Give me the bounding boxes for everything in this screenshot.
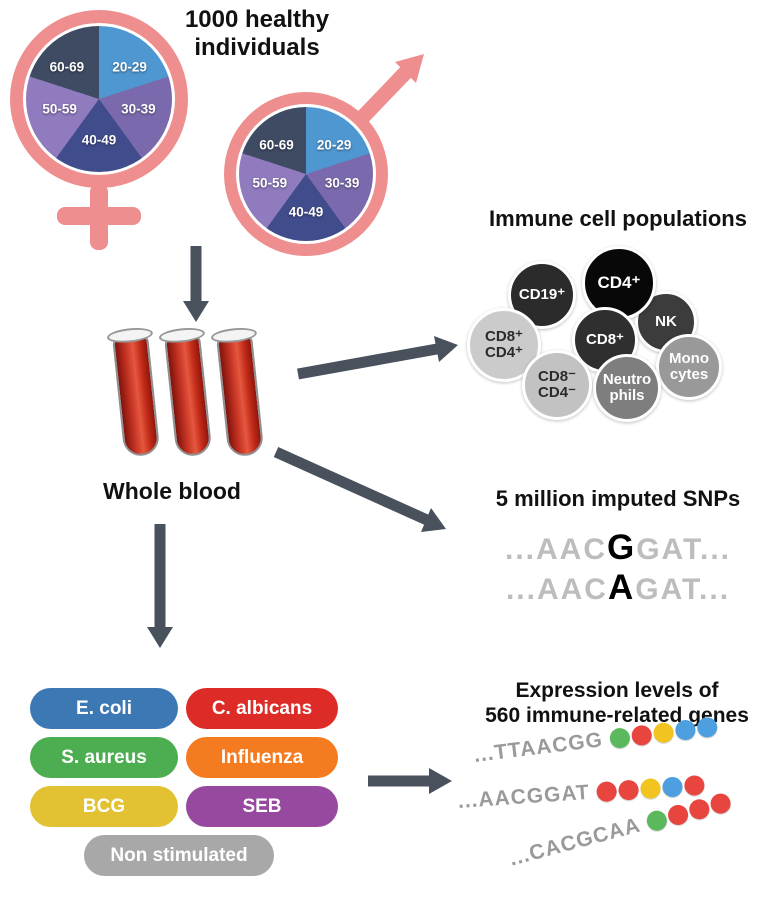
stimulus-e-coli: E. coli bbox=[30, 688, 178, 729]
arrow-blood-to-snps bbox=[273, 446, 446, 532]
variant-allele: G bbox=[606, 528, 637, 567]
cell-cd8-cd4-double-positive: CD8⁺ CD4⁺ bbox=[467, 308, 541, 382]
immune-populations-title: Immune cell populations bbox=[489, 206, 747, 231]
sequence-suffix: GAT... bbox=[635, 573, 731, 606]
age-label-20-29: 20-29 bbox=[112, 59, 147, 75]
arrow-blood-to-stimuli bbox=[147, 524, 173, 648]
expression-dot bbox=[674, 718, 697, 742]
sequence-prefix: ...AAC bbox=[505, 573, 608, 606]
stimulus-influenza: Influenza bbox=[186, 737, 338, 778]
gene-sequence: ...TTAACGG bbox=[472, 728, 605, 767]
arrow-stimuli-to-expression bbox=[368, 768, 452, 794]
male-age-pie: 20-29 30-39 40-49 50-59 60-69 bbox=[239, 107, 373, 241]
gene-sequence: ...CACGCAA bbox=[506, 813, 644, 871]
tube-body bbox=[164, 335, 213, 458]
expression-dot bbox=[639, 777, 662, 800]
expression-dot bbox=[665, 802, 691, 828]
cell-label: CD4⁺ bbox=[597, 272, 641, 292]
variant-allele: A bbox=[607, 568, 636, 607]
tube-body bbox=[216, 335, 265, 458]
arrow-individuals-to-blood bbox=[183, 246, 209, 322]
study-title: 1000 healthy individuals bbox=[158, 6, 356, 61]
cell-label: CD8⁺ bbox=[586, 330, 624, 348]
expression-dot bbox=[652, 721, 675, 744]
study-title-line1: 1000 healthy bbox=[184, 6, 330, 33]
expression-title-line2: 560 immune-related genes bbox=[485, 704, 749, 728]
arrow-blood-to-cells bbox=[297, 336, 458, 380]
female-symbol-cross-horizontal bbox=[57, 207, 141, 225]
snps-title: 5 million imputed SNPs bbox=[495, 486, 741, 511]
expression-dot bbox=[661, 776, 684, 798]
cell-label: cytes bbox=[669, 366, 709, 383]
cell-label: Mono bbox=[669, 349, 709, 367]
blood-tube bbox=[158, 325, 213, 458]
expression-dot bbox=[644, 808, 669, 833]
stimulus-non-stimulated: Non stimulated bbox=[84, 835, 274, 876]
expression-title: Expression levels of 560 immune-related … bbox=[466, 678, 768, 728]
age-label-50-59: 50-59 bbox=[42, 101, 77, 117]
female-symbol-ring: 20-29 30-39 40-49 50-59 60-69 bbox=[10, 10, 188, 188]
whole-blood-label: Whole blood bbox=[103, 478, 241, 504]
expression-dot bbox=[608, 726, 631, 750]
cell-label: CD19⁺ bbox=[518, 285, 566, 303]
blood-tube bbox=[106, 325, 161, 458]
cell-neutrophils: Neutro phils bbox=[593, 354, 661, 422]
age-label-60-69: 60-69 bbox=[259, 137, 294, 153]
snp-sequence-2: ...AACAGAT... bbox=[468, 568, 768, 608]
cell-label: NK bbox=[655, 312, 677, 330]
cell-label: CD4⁺ bbox=[485, 344, 523, 361]
stimulus-s-aureus: S. aureus bbox=[30, 737, 178, 778]
stimulus-seb: SEB bbox=[186, 786, 338, 827]
age-label-60-69: 60-69 bbox=[49, 59, 85, 75]
expression-dot bbox=[630, 724, 653, 747]
age-label-40-49: 40-49 bbox=[81, 132, 117, 148]
age-label-50-59: 50-59 bbox=[252, 175, 288, 191]
female-age-pie: 20-29 30-39 40-49 50-59 60-69 bbox=[26, 26, 172, 172]
cell-cd8-cd4-double-negative: CD8⁻ CD4⁻ bbox=[522, 350, 592, 420]
cell-label: Neutro bbox=[602, 370, 652, 388]
cell-label: CD4⁻ bbox=[538, 384, 576, 401]
expression-title-line1: Expression levels of bbox=[515, 679, 719, 702]
cell-cd19: CD19⁺ bbox=[508, 261, 576, 329]
sequence-suffix: GAT... bbox=[636, 533, 731, 566]
sequence-prefix: ...AAC bbox=[504, 533, 607, 566]
cell-label: CD8⁺ bbox=[485, 327, 523, 345]
age-label-20-29: 20-29 bbox=[316, 137, 352, 153]
cell-monocytes: Mono cytes bbox=[656, 334, 722, 400]
expression-dot bbox=[695, 716, 719, 739]
snp-sequence-1: ...AACGGAT... bbox=[468, 528, 768, 568]
cell-label: CD8⁻ bbox=[538, 367, 576, 385]
expression-dot bbox=[686, 797, 712, 822]
age-label-30-39: 30-39 bbox=[324, 175, 360, 191]
expression-dot bbox=[708, 791, 733, 816]
stimulus-c-albicans: C. albicans bbox=[186, 688, 338, 729]
male-symbol-ring: 20-29 30-39 40-49 50-59 60-69 bbox=[224, 92, 388, 256]
gene-sequence: ...AACGGAT bbox=[457, 780, 591, 813]
age-label-40-49: 40-49 bbox=[288, 204, 324, 220]
blood-tube bbox=[210, 325, 265, 458]
age-label-30-39: 30-39 bbox=[121, 101, 156, 117]
study-title-line2: individuals bbox=[194, 33, 320, 61]
expression-dot bbox=[596, 780, 618, 803]
expression-dot bbox=[618, 779, 640, 801]
tube-body bbox=[112, 335, 161, 458]
cell-label: phils bbox=[609, 387, 645, 404]
stimulus-bcg: BCG bbox=[30, 786, 178, 827]
male-symbol-arrow bbox=[354, 54, 424, 126]
expression-dot bbox=[683, 774, 706, 797]
